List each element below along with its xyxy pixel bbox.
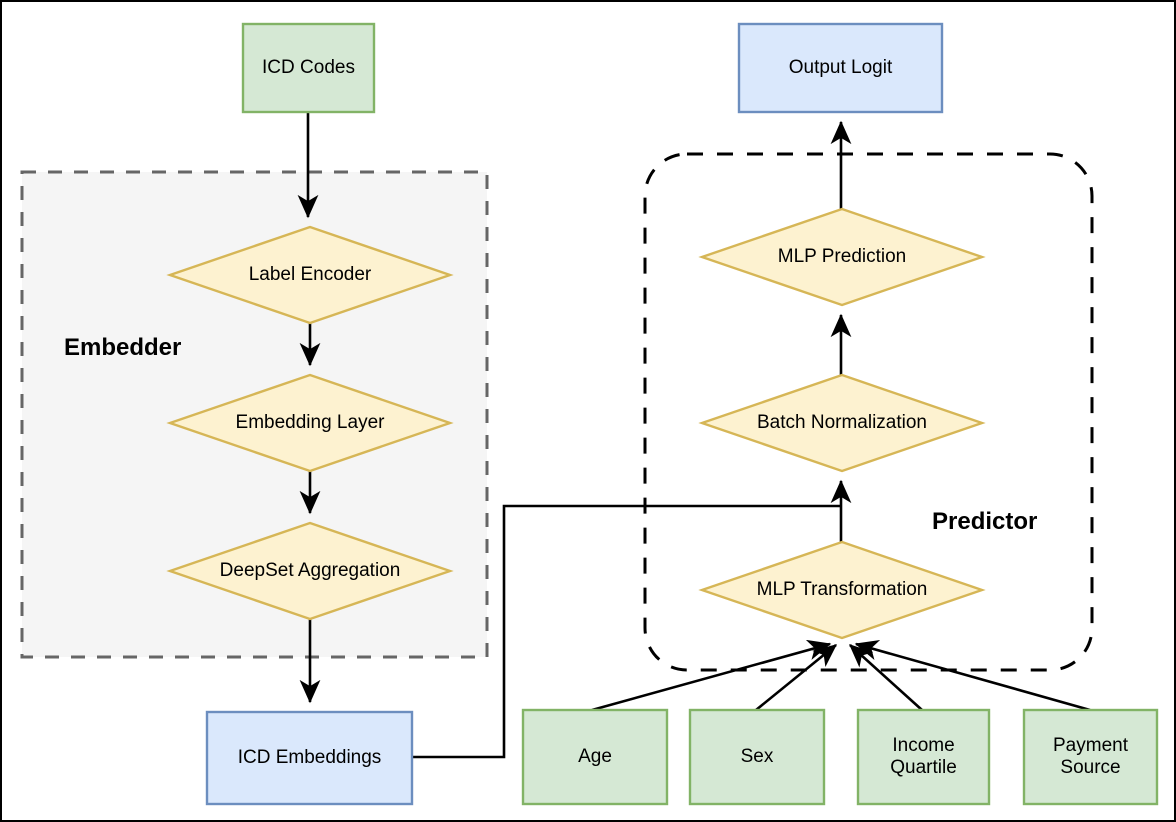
node-shape-embedding-layer[interactable]	[166, 373, 454, 473]
node-label-deepset-aggregation: DeepSet Aggregation	[219, 560, 401, 582]
edge-income-quartile-to-mlp-transformation	[849, 644, 923, 711]
node-shape-payment-source[interactable]	[1022, 708, 1159, 806]
node-label-mlp-prediction: MLP Prediction	[777, 246, 907, 268]
node-label-icd-embeddings: ICD Embeddings	[237, 747, 382, 769]
node-label-sex: Sex	[740, 746, 774, 768]
node-label-age: Age	[578, 746, 612, 768]
node-shape-mlp-prediction[interactable]	[698, 207, 986, 307]
node-shape-mlp-transformation[interactable]	[698, 540, 986, 640]
node-shape-output-logit[interactable]	[737, 22, 944, 114]
node-shape-sex[interactable]	[688, 708, 826, 806]
edge-icd-embeddings-to-mlp-transformation-junction	[412, 504, 840, 759]
group-label-embedder: Embedder	[64, 334, 182, 361]
node-shape-income-quartile[interactable]	[856, 708, 991, 806]
node-label-icd-codes: ICD Codes	[262, 57, 355, 79]
edge-age-to-mlp-transformation	[591, 639, 832, 712]
edge-payment-source-to-mlp-transformation	[854, 639, 1091, 712]
node-label-embedding-layer: Embedding Layer	[235, 412, 385, 434]
node-shape-icd-embeddings[interactable]	[205, 710, 414, 806]
node-shape-batch-normalization[interactable]	[698, 373, 986, 473]
group-embedder	[20, 170, 489, 659]
node-shape-deepset-aggregation[interactable]	[166, 521, 454, 621]
edge-sex-to-mlp-transformation	[755, 643, 838, 712]
group-label-predictor: Predictor	[932, 508, 1038, 535]
node-label-batch-normalization: Batch Normalization	[756, 412, 928, 434]
node-shape-age[interactable]	[521, 708, 669, 806]
node-label-payment-source: Payment Source	[1053, 735, 1128, 778]
node-label-output-logit: Output Logit	[788, 57, 893, 79]
node-label-income-quartile: Income Quartile	[890, 735, 957, 778]
node-label-label-encoder: Label Encoder	[248, 264, 372, 286]
group-predictor	[643, 152, 1094, 672]
node-label-mlp-transformation: MLP Transformation	[756, 579, 928, 601]
node-shape-label-encoder[interactable]	[166, 225, 454, 325]
node-shape-icd-codes[interactable]	[241, 22, 376, 114]
